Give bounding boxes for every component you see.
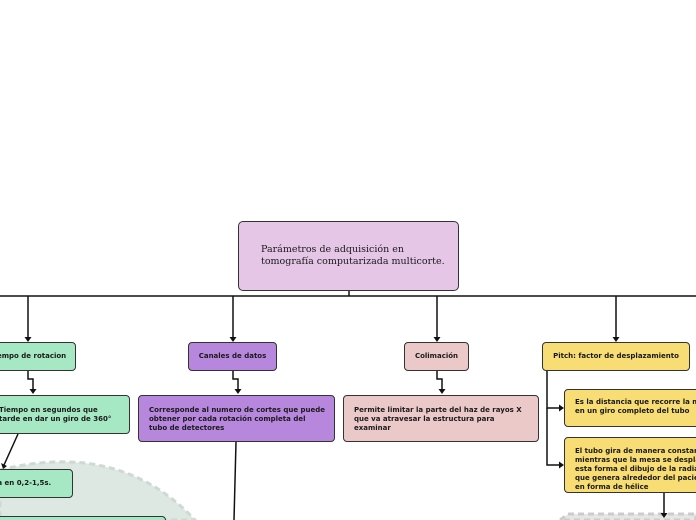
- link-rotation-sub: [3, 433, 19, 466]
- topic-pitch[interactable]: Pitch: factor de desplazamiento: [542, 342, 690, 371]
- arrowhead: [433, 337, 441, 342]
- rotation-time-description[interactable]: Tiempo en segundos que tarde en dar un g…: [0, 395, 130, 434]
- pitch-description-helix[interactable]: El tubo gira de manera constante mientra…: [564, 437, 696, 493]
- elbow-channels: [232, 371, 239, 390]
- arrowhead: [612, 337, 620, 342]
- arrowhead: [234, 389, 242, 394]
- data-channels-description[interactable]: Corresponde al numero de cortes que pued…: [138, 395, 335, 442]
- grey-dashed-bubble: [557, 512, 696, 520]
- arrowhead: [229, 337, 237, 342]
- topic-collimation[interactable]: Colimación: [404, 342, 469, 371]
- central-topic[interactable]: Parámetros de adquisición en tomografía …: [238, 221, 459, 291]
- topic-data-channels[interactable]: Canales de datos: [188, 342, 277, 371]
- arrowhead: [1, 463, 7, 469]
- link-channels-down: [233, 441, 237, 520]
- rotation-time-extra[interactable]: [0, 516, 166, 520]
- collimation-description[interactable]: Permite limitar la parte del haz de rayo…: [343, 395, 539, 442]
- arrowhead: [559, 404, 564, 412]
- pitch-description-distance[interactable]: Es la distancia que recorre la mesa en u…: [564, 389, 696, 427]
- elbow-collimation: [436, 371, 443, 390]
- elbow-rotation: [27, 371, 34, 390]
- arrowhead: [29, 389, 37, 394]
- arrowhead: [438, 389, 446, 394]
- rotation-time-range[interactable]: Varía en 0,2-1,5s.: [0, 469, 73, 498]
- link-pitch-desc2: [546, 408, 560, 466]
- arrowhead: [24, 337, 32, 342]
- topic-rotation-time[interactable]: Tiempo de rotacion: [0, 342, 76, 371]
- arrowhead: [559, 461, 564, 469]
- arrowhead: [660, 513, 668, 518]
- link-pitch-desc1: [546, 371, 560, 409]
